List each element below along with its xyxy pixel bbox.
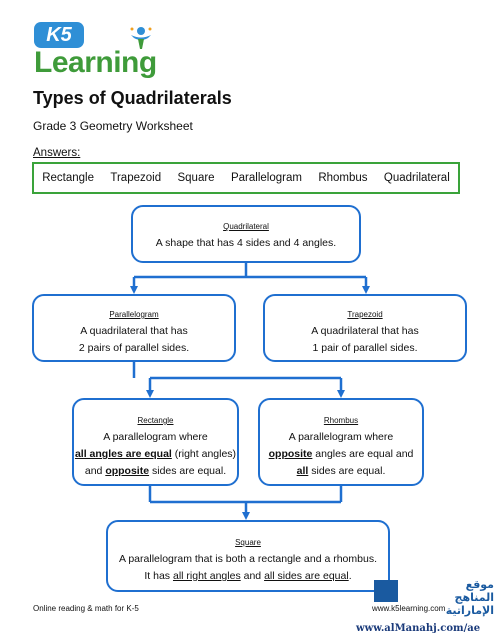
page-subtitle: Grade 3 Geometry Worksheet [33,119,193,133]
text: angles are equal and [312,448,414,460]
trapezoid-heading: Trapezoid [347,310,383,319]
rectangle-heading: Rectangle [137,416,174,425]
text: (right angles) [171,448,237,460]
k5-learning-logo: K5 Learning [34,20,164,82]
answer-word: Quadrilateral [383,172,450,184]
rectangle-line: all angles are equal (right angles) [74,446,237,463]
text: and [240,570,265,582]
answers-box: Rectangle Trapezoid Square Parallelogram… [32,162,460,194]
square-box: Square A parallelogram that is both a re… [106,520,390,592]
square-line: A parallelogram that is both a rectangle… [119,553,377,565]
trapezoid-box: Trapezoid A quadrilateral that has 1 pai… [263,294,467,362]
text: and [84,465,106,477]
rhombus-line: A parallelogram where [288,431,394,443]
rhombus-line: all sides are equal. [260,463,422,480]
text: . [348,570,352,582]
rectangle-box: Rectangle A parallelogram where all angl… [72,398,239,486]
quadrilateral-box: Quadrilateral A shape that has 4 sides a… [131,205,361,263]
square-line: It has all right angles and all sides ar… [108,568,388,585]
rhombus-heading: Rhombus [323,416,359,425]
logo-wordmark: Learning [34,46,157,79]
quadrilateral-heading: Quadrilateral [223,222,269,231]
text: sides are equal. [308,465,386,477]
logo-person-icon [130,27,152,49]
watermark-line: المناهج الإماراتية [445,591,494,617]
answer-word: Rhombus [318,172,368,184]
emphasis: opposite [268,448,313,460]
parallelogram-heading: Parallelogram [109,310,159,319]
parallelogram-line: A quadrilateral that has [80,325,188,337]
trapezoid-line: A quadrilateral that has [311,325,419,337]
answer-word: Parallelogram [230,172,302,184]
watermark-arabic-text: موقع المناهج الإماراتية [404,578,494,617]
watermark-url[interactable]: www.alManahj.com/ae [356,623,481,634]
watermark-line: موقع [465,578,494,591]
emphasis: all angles are equal [74,448,172,460]
emphasis: all sides are equal [264,570,349,582]
rectangle-line: A parallelogram where [103,431,208,443]
parallelogram-box: Parallelogram A quadrilateral that has 2… [32,294,236,362]
rhombus-box: Rhombus A parallelogram where opposite a… [258,398,424,486]
text: It has [144,570,173,582]
emphasis: opposite [105,465,150,477]
parallelogram-line: 2 pairs of parallel sides. [78,342,190,354]
logo-k5-badge: K5 [34,22,84,48]
footer-tagline: Online reading & math for K-5 [33,604,139,613]
emphasis: all right angles [172,570,241,582]
answer-word: Rectangle [42,172,94,184]
footer-website[interactable]: www.k5learning.com [372,604,446,613]
answer-word: Square [177,172,215,184]
trapezoid-line: 1 pair of parallel sides. [312,342,418,354]
rectangle-line: and opposite sides are equal. [74,463,237,480]
watermark-logo-icon [374,580,398,602]
page-title: Types of Quadrilaterals [33,88,232,108]
quadrilateral-definition: A shape that has 4 sides and 4 angles. [155,237,337,249]
text: sides are equal. [149,465,227,477]
emphasis: all [296,465,309,477]
answers-label: Answers: [33,147,81,159]
rhombus-line: opposite angles are equal and [260,446,422,463]
answer-word: Trapezoid [110,172,162,184]
square-heading: Square [235,538,261,547]
